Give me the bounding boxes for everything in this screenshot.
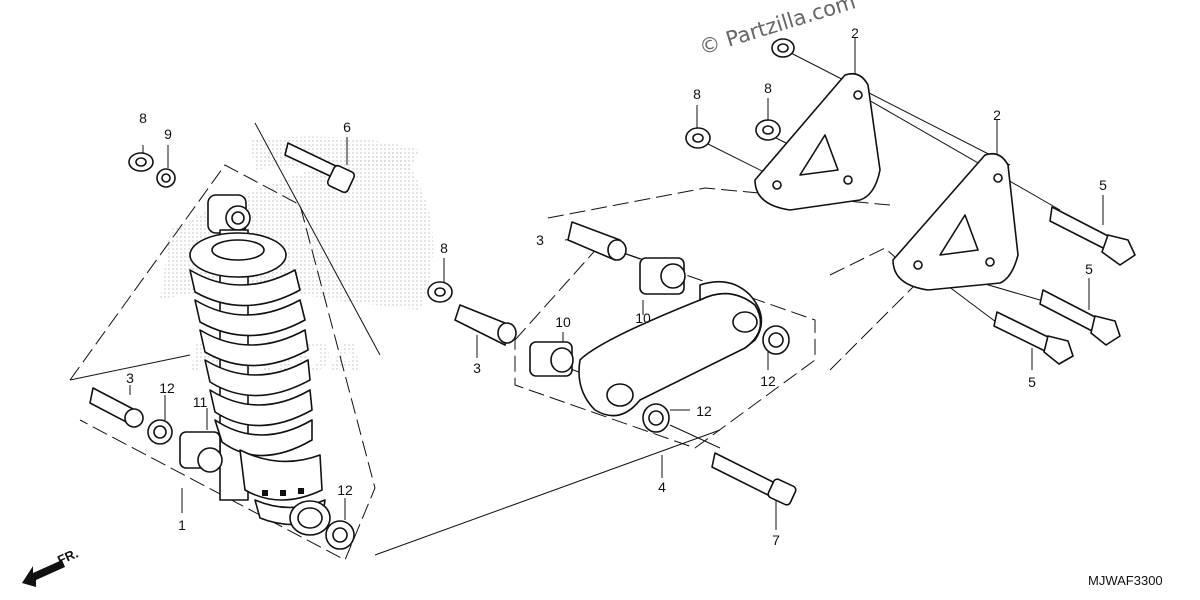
part-nuts	[128, 38, 795, 303]
callout-3: 3	[126, 370, 134, 386]
callout-8: 8	[139, 110, 147, 126]
part-shock-absorber	[189, 194, 331, 536]
callout-12: 12	[696, 403, 712, 419]
diagram-code: MJWAF3300	[1088, 573, 1163, 588]
callout-9: 9	[164, 126, 172, 142]
callout-3: 3	[473, 360, 481, 376]
callout-10: 10	[635, 310, 651, 326]
callout-11: 11	[193, 394, 208, 410]
callout-4: 4	[658, 479, 666, 495]
callout-1: 1	[178, 517, 186, 533]
callout-12: 12	[337, 482, 353, 498]
callout-12: 12	[760, 373, 776, 389]
front-label: FR.	[55, 546, 80, 568]
part-link-arm	[578, 280, 763, 417]
callout-3: 3	[536, 232, 544, 248]
callout-labels: 1 2 2 3 3 3 4 5 5 5 6 7 8 8 8 8 9 10 10 …	[126, 25, 1107, 548]
callout-8: 8	[764, 80, 772, 96]
part-bolts	[284, 142, 1136, 506]
callout-6: 6	[343, 119, 351, 135]
callout-8: 8	[693, 86, 701, 102]
callout-12: 12	[159, 380, 175, 396]
callout-8: 8	[440, 240, 448, 256]
callout-5: 5	[1085, 261, 1093, 277]
callout-2: 2	[851, 25, 859, 41]
part-collars	[89, 221, 790, 550]
callout-2: 2	[993, 107, 1001, 123]
callout-5: 5	[1099, 177, 1107, 193]
callout-5: 5	[1028, 374, 1036, 390]
callout-10: 10	[555, 314, 571, 330]
group-outlines	[69, 122, 921, 561]
part-brackets	[754, 72, 1019, 291]
callout-7: 7	[772, 532, 780, 548]
front-arrow: FR.	[22, 546, 80, 587]
